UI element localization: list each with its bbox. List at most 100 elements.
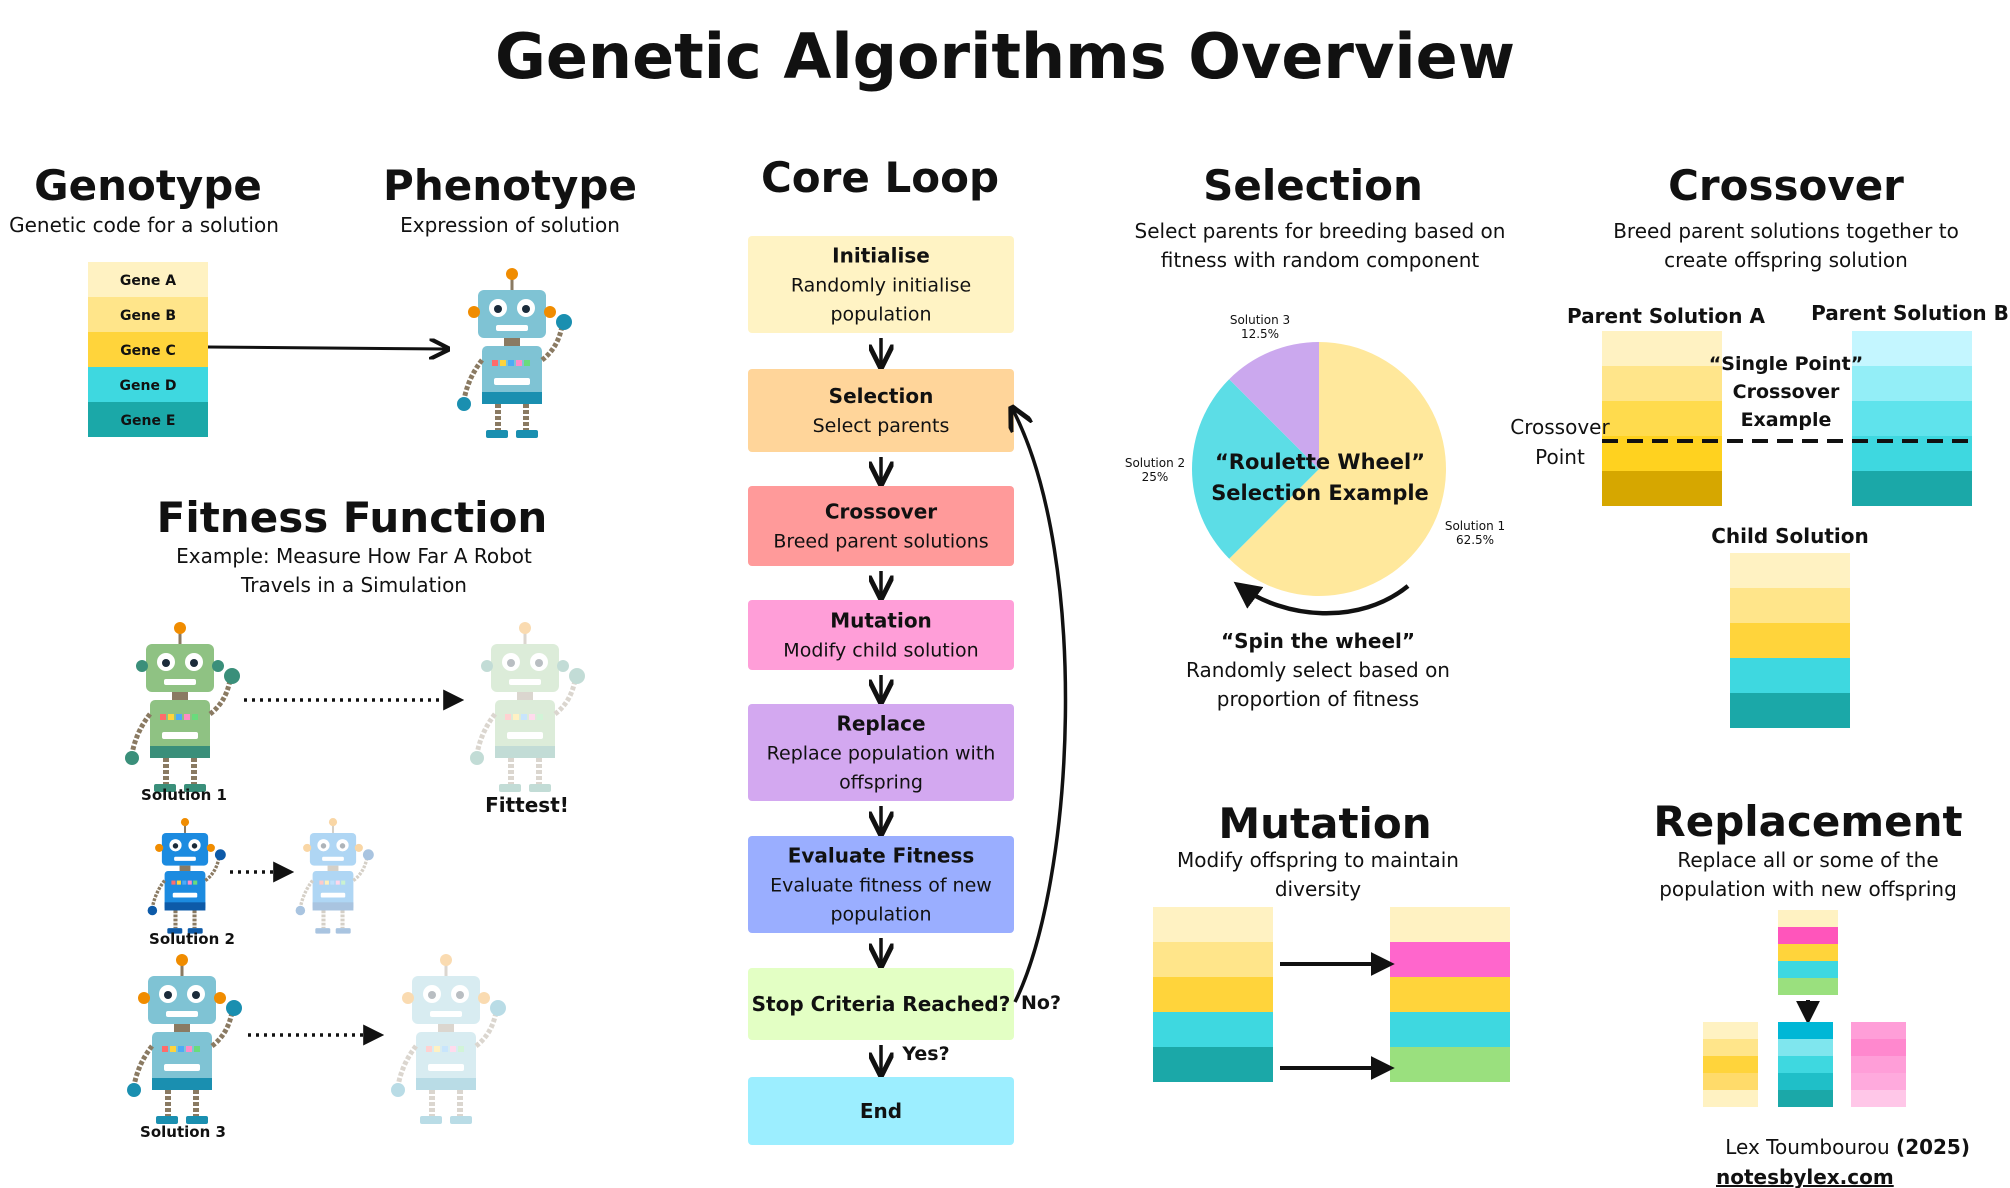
gene-label-5: Gene E bbox=[121, 413, 176, 429]
population-stack-middle bbox=[1778, 1022, 1833, 1107]
crossover-section: Crossover Breed parent solutions togethe… bbox=[1510, 161, 2009, 728]
crossover-example-line-3: Example bbox=[1741, 409, 1832, 431]
solution-2-ghost-robot-icon bbox=[295, 818, 374, 934]
mutation-after-block-2 bbox=[1390, 942, 1510, 977]
population-middle-block-3 bbox=[1778, 1056, 1833, 1073]
crossover-heading: Crossover bbox=[1668, 161, 1904, 210]
slice-1-name: Solution 1 bbox=[1445, 519, 1505, 533]
parent-a-block-5 bbox=[1602, 471, 1722, 506]
parent-b-block-1 bbox=[1852, 331, 1972, 366]
phenotype-robot-icon bbox=[457, 268, 572, 438]
selection-subtitle-line-2: fitness with random component bbox=[1161, 248, 1480, 272]
parent-a-block-1 bbox=[1602, 331, 1722, 366]
mutation-before-block-5 bbox=[1153, 1047, 1273, 1082]
mutation-before-stack bbox=[1153, 907, 1273, 1082]
wheel-title-line-2: Selection Example bbox=[1211, 481, 1429, 505]
mutation-before-block-4 bbox=[1153, 1012, 1273, 1047]
replacement-new-block-1 bbox=[1778, 910, 1838, 927]
slice-3-name: Solution 3 bbox=[1230, 313, 1290, 327]
core-step-6-line-2: population bbox=[830, 904, 931, 926]
spin-arrow bbox=[1233, 581, 1410, 616]
crossover-point-line-2: Point bbox=[1535, 445, 1585, 469]
mutation-before-block-1 bbox=[1153, 907, 1273, 942]
replacement-new-block-5 bbox=[1778, 978, 1838, 995]
replacement-new-block-2 bbox=[1778, 927, 1838, 944]
core-step-3-title: Crossover bbox=[825, 500, 937, 524]
spin-line-1: Randomly select based on bbox=[1186, 658, 1450, 682]
crossover-subtitle-line-1: Breed parent solutions together to bbox=[1613, 219, 1959, 243]
yes-label: Yes? bbox=[901, 1043, 949, 1065]
population-left-block-1 bbox=[1703, 1022, 1758, 1039]
crossover-point-line-1: Crossover bbox=[1510, 415, 1610, 439]
credit-line: Lex Toumbourou (2025) bbox=[1725, 1135, 1970, 1159]
core-step-7-title: Stop Criteria Reached? bbox=[752, 992, 1011, 1016]
gene-block-2 bbox=[88, 297, 208, 332]
population-left-block-2 bbox=[1703, 1039, 1758, 1056]
page-title: Genetic Algorithms Overview bbox=[495, 20, 1515, 93]
core-step-7-box bbox=[748, 968, 1014, 1040]
loop-back-arrow bbox=[1013, 410, 1068, 1003]
parent-b-block-5 bbox=[1852, 471, 1972, 506]
phenotype-section: Phenotype Expression of solution bbox=[383, 161, 637, 438]
population-left-block-3 bbox=[1703, 1056, 1758, 1073]
mutation-before-block-3 bbox=[1153, 977, 1273, 1012]
core-step-6-title: Evaluate Fitness bbox=[788, 844, 975, 868]
child-block-4 bbox=[1730, 658, 1850, 693]
solution-1-robot-icon bbox=[125, 622, 240, 792]
selection-subtitle-line-1: Select parents for breeding based on bbox=[1135, 219, 1506, 243]
credit-site-link[interactable]: notesbylex.com bbox=[1716, 1165, 1894, 1188]
crossover-subtitle-line-2: create offspring solution bbox=[1664, 248, 1908, 272]
population-right-block-2 bbox=[1851, 1039, 1906, 1056]
core-step-1-title: Initialise bbox=[832, 244, 930, 268]
population-right-block-3 bbox=[1851, 1056, 1906, 1073]
core-loop-heading: Core Loop bbox=[761, 153, 999, 202]
population-right-block-5 bbox=[1851, 1090, 1906, 1107]
gene-block-3 bbox=[88, 332, 208, 367]
core-step-5-line-2: offspring bbox=[839, 772, 923, 794]
core-step-1-line-2: population bbox=[830, 304, 931, 326]
core-step-5-title: Replace bbox=[836, 712, 925, 736]
parent-b-block-2 bbox=[1852, 366, 1972, 401]
mutation-after-block-3 bbox=[1390, 977, 1510, 1012]
child-block-1 bbox=[1730, 553, 1850, 588]
phenotype-heading: Phenotype bbox=[383, 161, 637, 210]
solution-3-robot-icon bbox=[127, 954, 242, 1124]
solution-2-robot-icon bbox=[147, 818, 226, 934]
fitness-subtitle-line-1: Example: Measure How Far A Robot bbox=[176, 544, 532, 568]
solution-1-label: Solution 1 bbox=[141, 786, 227, 804]
credit-year: (2025) bbox=[1896, 1135, 1970, 1159]
roulette-wheel bbox=[1192, 342, 1446, 596]
slice-1-percent: 62.5% bbox=[1456, 533, 1494, 547]
replacement-section: Replacement Replace all or some of the p… bbox=[1653, 797, 1963, 1107]
mutation-section: Mutation Modify offspring to maintain di… bbox=[1153, 799, 1510, 1082]
gene-label-3: Gene C bbox=[120, 343, 176, 359]
population-left-block-5 bbox=[1703, 1090, 1758, 1107]
slice-3-percent: 12.5% bbox=[1241, 327, 1279, 341]
core-step-2-line-1: Select parents bbox=[813, 415, 950, 437]
child-block-2 bbox=[1730, 588, 1850, 623]
core-step-4-line-1: Modify child solution bbox=[783, 640, 978, 662]
parent-b-block-3 bbox=[1852, 401, 1972, 436]
fitness-section: Fitness Function Example: Measure How Fa… bbox=[125, 493, 585, 1141]
child-block-3 bbox=[1730, 623, 1850, 658]
spin-title: “Spin the wheel” bbox=[1221, 629, 1415, 653]
replacement-subtitle-line-1: Replace all or some of the bbox=[1677, 848, 1938, 872]
core-step-5-box bbox=[748, 704, 1014, 801]
mutation-after-stack bbox=[1390, 907, 1510, 1082]
slice-2-percent: 25% bbox=[1142, 470, 1169, 484]
phenotype-subtitle: Expression of solution bbox=[400, 213, 620, 237]
crossover-example-line-2: Crossover bbox=[1733, 381, 1840, 403]
genotype-to-phenotype-arrow bbox=[207, 347, 446, 349]
core-step-4-title: Mutation bbox=[830, 609, 932, 633]
core-step-2-title: Selection bbox=[829, 384, 934, 408]
gene-block-4 bbox=[88, 367, 208, 402]
fittest-label: Fittest! bbox=[485, 793, 569, 817]
population-right-block-4 bbox=[1851, 1073, 1906, 1090]
population-stack-right bbox=[1851, 1022, 1906, 1107]
replacement-new-offspring-stack bbox=[1778, 910, 1838, 995]
core-step-5-line-1: Replace population with bbox=[767, 743, 996, 765]
parent-a-stack bbox=[1602, 331, 1722, 506]
genotype-subtitle: Genetic code for a solution bbox=[9, 213, 279, 237]
